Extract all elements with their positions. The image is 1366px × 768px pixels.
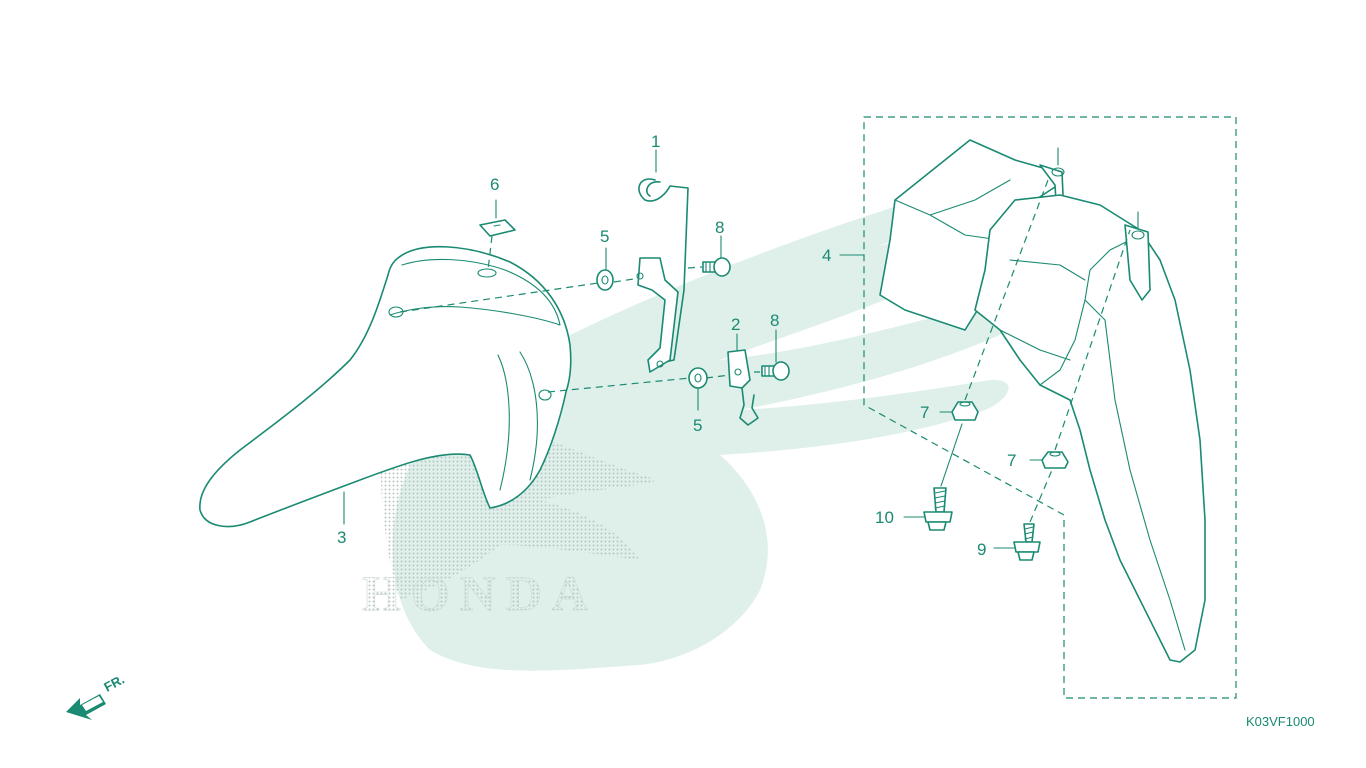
front-direction-arrow-icon (66, 694, 106, 720)
assembly-line-lower-right (705, 374, 731, 379)
cable-stay (636, 149, 689, 373)
callout-10: 10 (875, 508, 894, 527)
part4-group-box (863, 116, 1237, 699)
screw-9 (993, 469, 1053, 561)
inner-fender (879, 139, 1206, 663)
grommet-left (939, 179, 1049, 421)
diagram-code: K03VF1000 (1246, 714, 1315, 729)
callout-8-lower: 8 (770, 311, 779, 330)
bracket (727, 333, 759, 426)
callout-2: 2 (731, 315, 740, 334)
callout-9: 9 (977, 540, 986, 559)
callout-3: 3 (337, 528, 346, 547)
callout-5-upper: 5 (600, 227, 609, 246)
screw-10 (903, 423, 963, 531)
grommet-right (1029, 229, 1131, 469)
collar-upper (596, 269, 614, 291)
callout-5-lower: 5 (693, 416, 702, 435)
callout-1: 1 (651, 132, 660, 151)
honda-wing-watermark: HONDA (362, 202, 1023, 671)
callout-4: 4 (822, 246, 831, 265)
bolt-upper (702, 235, 731, 277)
honda-watermark-text: HONDA (362, 565, 598, 621)
clip-nut (479, 199, 516, 271)
assembly-line-upper (399, 282, 599, 313)
callout-6: 6 (490, 175, 499, 194)
collar-lower (688, 367, 708, 389)
front-direction-label: FR. (101, 672, 127, 695)
callout-7-right: 7 (1007, 451, 1016, 470)
callout-7-left: 7 (920, 403, 929, 422)
assembly-line-upper-right (613, 277, 641, 283)
bolt-lower (761, 329, 790, 381)
assembly-line-bolt8a (687, 266, 703, 269)
callout-8-upper: 8 (715, 218, 724, 237)
front-fender (199, 245, 572, 528)
